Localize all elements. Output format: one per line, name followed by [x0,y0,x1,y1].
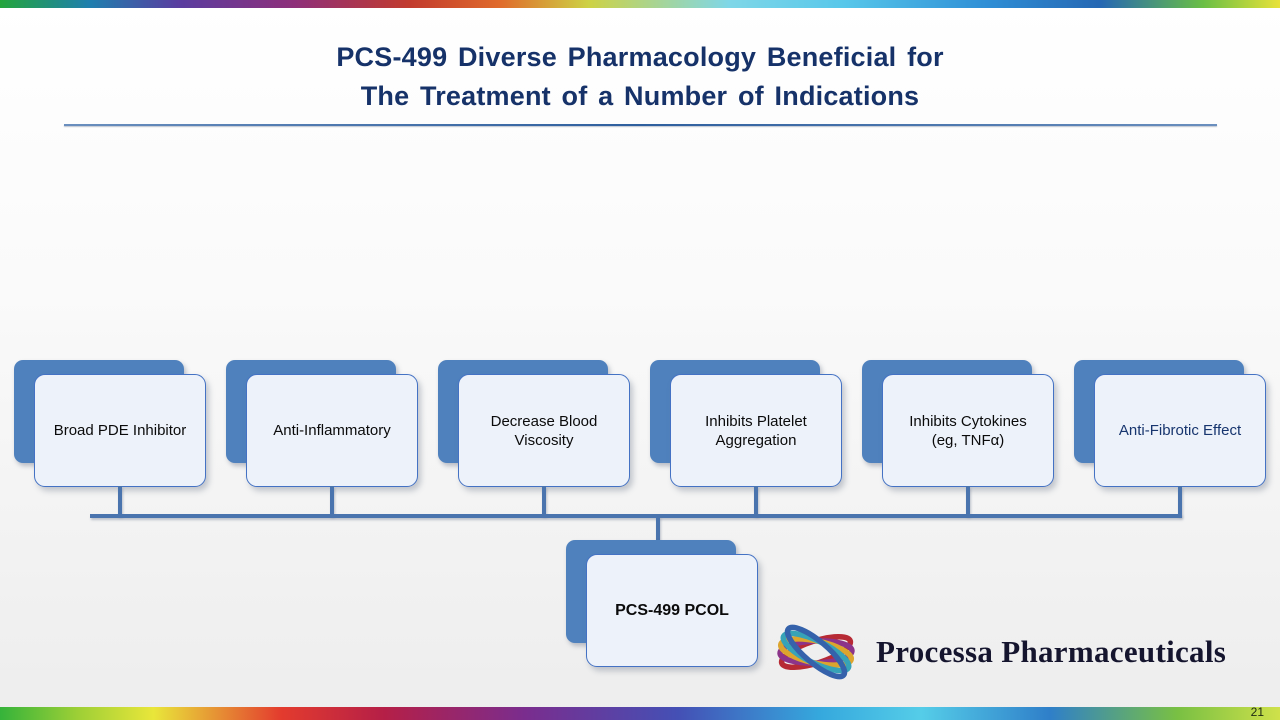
title-divider [64,124,1217,126]
company-logo: Processa Pharmaceuticals [770,620,1226,684]
node-pcs-499-pcol: PCS-499 PCOL [566,540,778,672]
node-label: Anti-Inflammatory [246,374,418,487]
connector-stub-3 [542,486,546,516]
slide-title-line2: The Treatment of a Number of Indications [360,81,920,111]
rainbow-bottom-bar [0,707,1280,720]
node-label: Anti-Fibrotic Effect [1094,374,1266,487]
node-anti-fibrotic-effect: Anti-Fibrotic Effect [1074,360,1280,492]
node-anti-inflammatory: Anti-Inflammatory [226,360,438,492]
slide-title-line1: PCS-499 Diverse Pharmacology Beneficial … [336,42,944,72]
swirl-rings-icon [777,624,855,680]
node-label: Inhibits Cytokines (eg, TNFα) [882,374,1054,487]
node-inhibits-cytokines: Inhibits Cytokines (eg, TNFα) [862,360,1074,492]
rainbow-top-bar [0,0,1280,8]
connector-stub-6 [1178,486,1182,516]
connector-stub-2 [330,486,334,516]
node-label: Broad PDE Inhibitor [34,374,206,487]
node-label: PCS-499 PCOL [586,554,758,667]
connector-stub-5 [966,486,970,516]
connector-center-drop [656,516,660,548]
connector-stub-1 [118,486,122,516]
connector-stub-4 [754,486,758,516]
node-label: Inhibits Platelet Aggregation [670,374,842,487]
connector-horizontal-line [90,514,1182,518]
node-inhibits-platelet-aggregation: Inhibits Platelet Aggregation [650,360,862,492]
node-decrease-blood-viscosity: Decrease Blood Viscosity [438,360,650,492]
company-logo-text: Processa Pharmaceuticals [876,634,1227,669]
node-broad-pde-inhibitor: Broad PDE Inhibitor [14,360,226,492]
slide-title: PCS-499 Diverse Pharmacology Beneficial … [0,38,1280,116]
node-label: Decrease Blood Viscosity [458,374,630,487]
page-number: 21 [1250,705,1264,719]
